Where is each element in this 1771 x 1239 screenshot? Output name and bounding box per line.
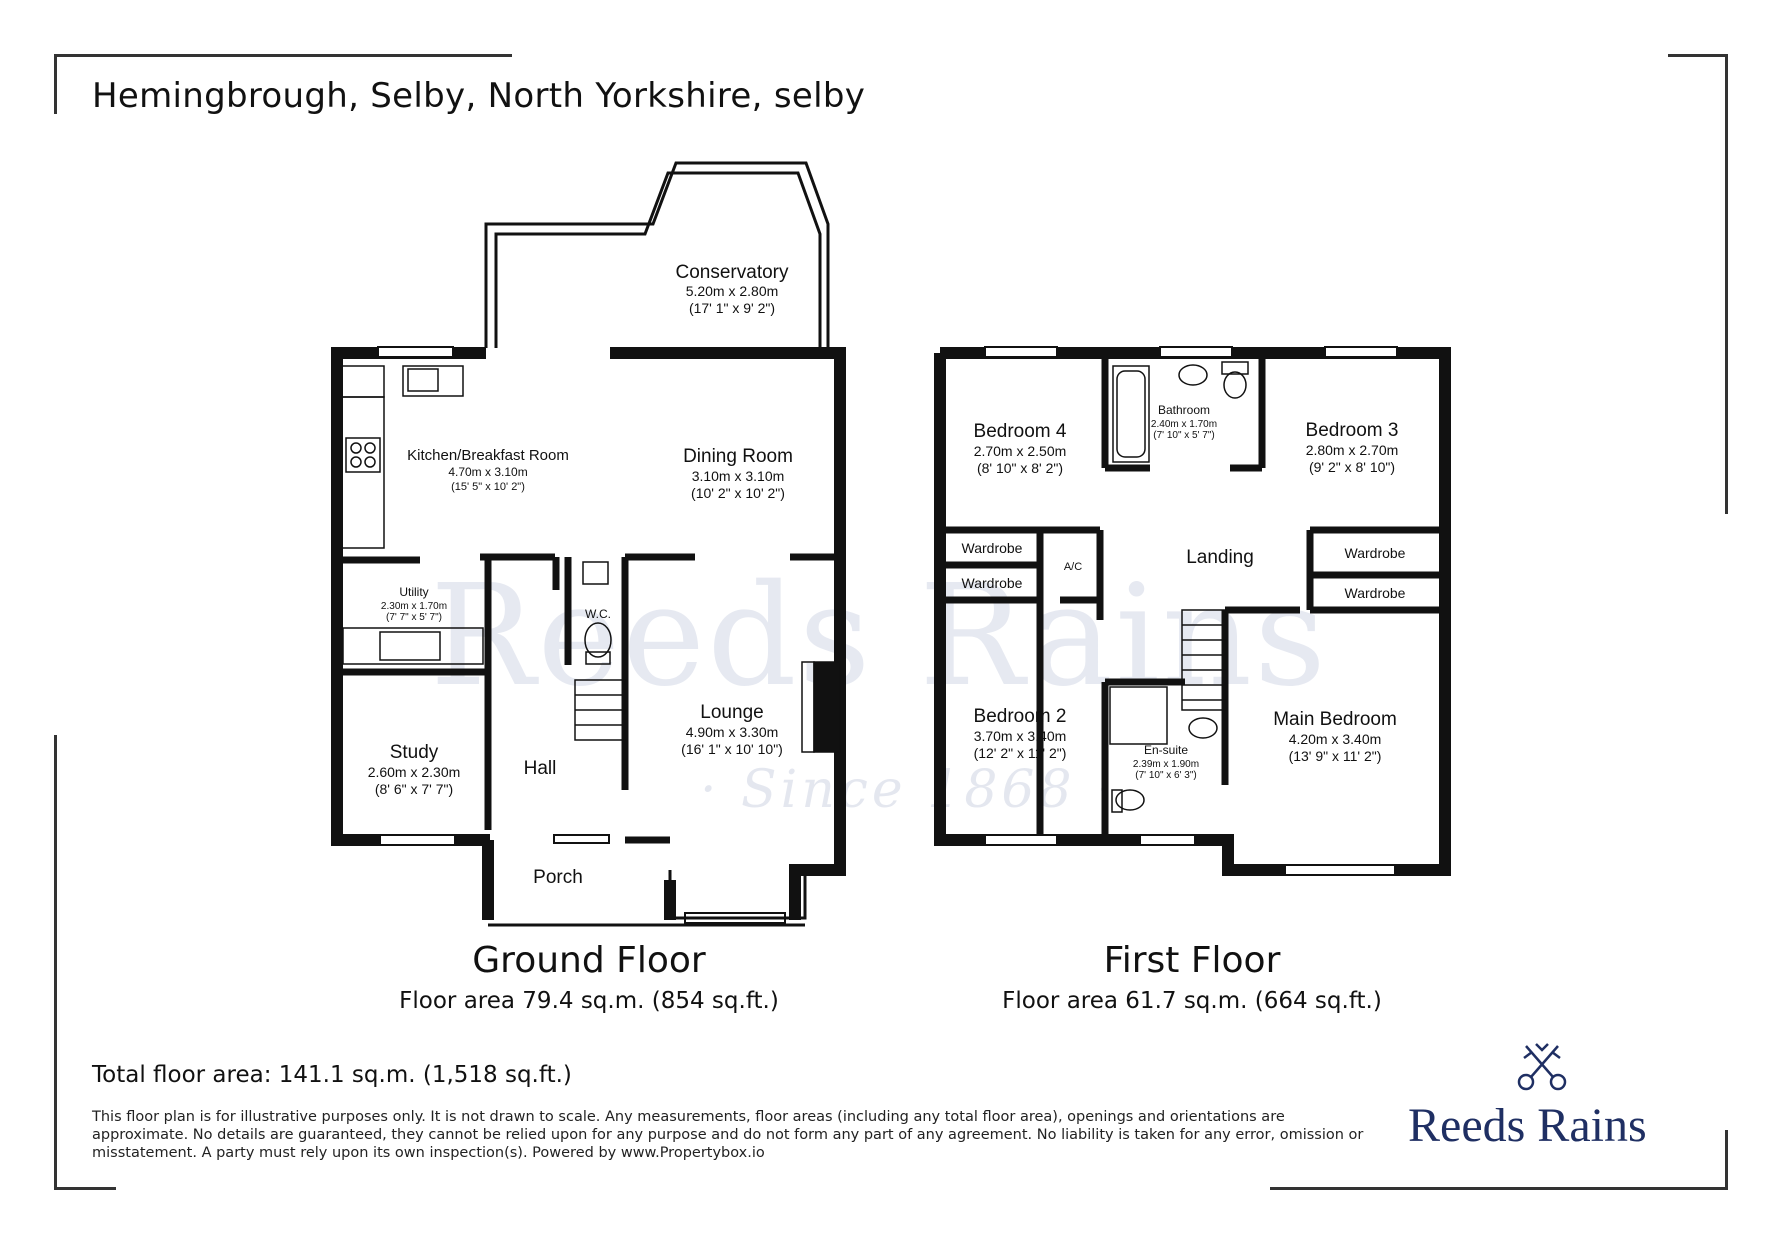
- kitchen-metric: 4.70m x 3.10m: [448, 465, 527, 479]
- bedroom4-metric: 2.70m x 2.50m: [974, 443, 1067, 459]
- lounge-name: Lounge: [700, 702, 763, 723]
- bedroom3-name: Bedroom 3: [1306, 420, 1399, 441]
- ground-internal-walls: [337, 553, 840, 844]
- fireplace: [801, 661, 841, 753]
- ground-floor-area: Floor area 79.4 sq.m. (854 sq.ft.): [399, 988, 779, 1014]
- disclaimer-text: This floor plan is for illustrative purp…: [92, 1109, 1364, 1161]
- study-name: Study: [390, 742, 439, 763]
- ensuite-fittings: [1109, 686, 1218, 813]
- bedroom2-metric: 3.70m x 3.40m: [974, 728, 1067, 744]
- ground-floor-plan: [331, 161, 846, 927]
- bedroom2-imperial: (12' 2" x 11' 2"): [974, 745, 1067, 761]
- frame-bottom-left-h: [54, 1187, 116, 1190]
- landing-name: Landing: [1186, 547, 1254, 568]
- ground-floor-title: Ground Floor: [472, 940, 706, 981]
- first-windows: [984, 346, 1398, 876]
- bedroom4-name: Bedroom 4: [974, 421, 1067, 442]
- conservatory-frame: [484, 161, 830, 348]
- wc-fittings: [582, 561, 612, 665]
- porch-name: Porch: [533, 867, 583, 888]
- ensuite-metric: 2.39m x 1.90m: [1133, 759, 1199, 770]
- wardrobe-a-name: Wardrobe: [962, 540, 1023, 556]
- study-metric: 2.60m x 2.30m: [368, 764, 461, 780]
- bedroom2-name: Bedroom 2: [974, 706, 1067, 727]
- dining-imperial: (10' 2" x 10' 2"): [691, 485, 785, 501]
- watermark-text: Reeds Rains: [430, 555, 1328, 718]
- ensuite-name: En-suite: [1144, 743, 1188, 757]
- bathroom-fittings: [1112, 361, 1249, 463]
- frame-bottom-right-h: [1270, 1187, 1728, 1190]
- brand-logo-text: Reeds Rains: [1408, 1099, 1647, 1152]
- first-internal-walls: [945, 353, 1440, 840]
- bedroom3-metric: 2.80m x 2.70m: [1306, 442, 1399, 458]
- conservatory-imperial: (17' 1" x 9' 2"): [689, 300, 775, 316]
- frame-bottom-left-v: [54, 735, 57, 1190]
- ground-labels: Conservatory 5.20m x 2.80m (17' 1" x 9' …: [368, 262, 793, 888]
- frame-top-left-h: [54, 54, 512, 57]
- watermark-since: · Since 1868 ·: [700, 760, 1117, 820]
- bedroom4-imperial: (8' 10" x 8' 2"): [977, 460, 1063, 476]
- first-outer-walls: [934, 347, 1451, 876]
- frame-bottom-right-v: [1725, 1130, 1728, 1190]
- first-floor-title: First Floor: [1103, 940, 1281, 981]
- ac-name: A/C: [1064, 561, 1082, 573]
- wc-name: W.C.: [585, 607, 611, 621]
- first-floor-area: Floor area 61.7 sq.m. (664 sq.ft.): [1002, 988, 1382, 1014]
- first-labels: Bedroom 4 2.70m x 2.50m (8' 10" x 8' 2")…: [962, 403, 1406, 781]
- frame-top-right-h: [1668, 54, 1728, 57]
- keys-logo-icon: [1517, 1043, 1567, 1091]
- bedroom3-imperial: (9' 2" x 8' 10"): [1309, 459, 1395, 475]
- ensuite-imperial: (7' 10" x 6' 3"): [1135, 770, 1197, 781]
- main-bedroom-imperial: (13' 9" x 11' 2"): [1289, 748, 1382, 764]
- hall-name: Hall: [524, 758, 557, 779]
- lounge-bay: [668, 870, 807, 920]
- kitchen-name: Kitchen/Breakfast Room: [407, 447, 569, 464]
- main-bedroom-metric: 4.20m x 3.40m: [1289, 731, 1382, 747]
- lounge-imperial: (16' 1" x 10' 10"): [681, 741, 783, 757]
- property-address: Hemingbrough, Selby, North Yorkshire, se…: [92, 76, 866, 116]
- utility-imperial: (7' 7" x 5' 7"): [386, 612, 442, 623]
- dining-name: Dining Room: [683, 446, 793, 467]
- conservatory-metric: 5.20m x 2.80m: [686, 283, 779, 299]
- total-floor-area: Total floor area: 141.1 sq.m. (1,518 sq.…: [92, 1062, 572, 1088]
- utility-name: Utility: [399, 585, 428, 599]
- first-stairs: [1181, 609, 1227, 711]
- frame-top-right-v: [1725, 54, 1728, 514]
- kitchen-fittings: [342, 365, 484, 665]
- wardrobe-c-name: Wardrobe: [1345, 545, 1406, 561]
- conservatory-name: Conservatory: [676, 262, 789, 283]
- wardrobe-b-name: Wardrobe: [962, 575, 1023, 591]
- wardrobe-d-name: Wardrobe: [1345, 585, 1406, 601]
- utility-metric: 2.30m x 1.70m: [381, 601, 447, 612]
- first-floor-plan: [934, 346, 1451, 876]
- dining-metric: 3.10m x 3.10m: [692, 468, 785, 484]
- bathroom-metric: 2.40m x 1.70m: [1151, 419, 1217, 430]
- ground-windows: [377, 346, 786, 924]
- study-imperial: (8' 6" x 7' 7"): [375, 781, 453, 797]
- bathroom-imperial: (7' 10" x 5' 7"): [1153, 430, 1215, 441]
- kitchen-imperial: (15' 5" x 10' 2"): [451, 481, 525, 493]
- bathroom-name: Bathroom: [1158, 403, 1210, 417]
- lounge-metric: 4.90m x 3.30m: [686, 724, 779, 740]
- main-bedroom-name: Main Bedroom: [1273, 709, 1397, 730]
- frame-top-left-v: [54, 54, 57, 114]
- ground-stairs: [574, 679, 626, 741]
